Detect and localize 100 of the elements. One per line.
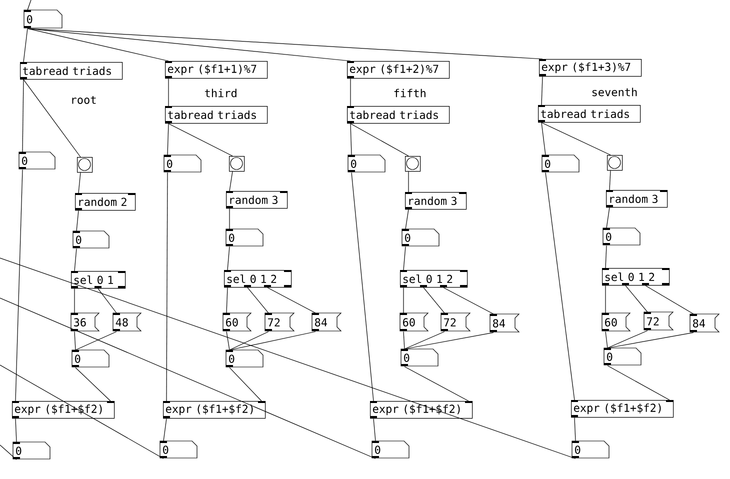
patch-cord <box>351 172 374 402</box>
comment-label: seventh <box>592 88 637 96</box>
patch-cord <box>605 245 607 268</box>
patch-cord <box>405 209 409 230</box>
number-box: 0 <box>12 442 50 460</box>
message-box: 84 <box>490 314 520 332</box>
patch-cord <box>574 417 576 442</box>
patch-cord <box>625 285 648 312</box>
patch-cord <box>607 332 694 348</box>
number-box: 0 <box>402 228 440 246</box>
patch-cord <box>15 169 23 402</box>
patch-cord <box>403 246 406 270</box>
object-box: tabread triads <box>165 106 268 124</box>
bang-button <box>229 156 245 172</box>
patch-cord <box>350 123 352 156</box>
object-box: expr ($f1+2)%7 <box>347 61 450 79</box>
comment-label: root <box>72 96 96 104</box>
number-box: 0 <box>24 10 62 28</box>
patch-cord <box>76 210 79 232</box>
patch-cord <box>15 418 17 442</box>
patch-cord <box>74 331 76 350</box>
patch-cord <box>541 122 611 156</box>
patch-cord <box>163 418 167 442</box>
patch-cord <box>27 28 169 62</box>
patch-cord <box>403 331 405 350</box>
bang-button <box>77 157 93 173</box>
object-box: random 3 <box>226 191 288 209</box>
patch-cord <box>404 366 469 402</box>
patch-cord <box>605 285 606 314</box>
object-box: random 3 <box>405 192 467 210</box>
message-box: 48 <box>112 312 142 332</box>
number-box: 0 <box>164 154 202 172</box>
patch-cord <box>541 122 546 156</box>
patch-cord <box>545 172 575 400</box>
patch-cord <box>267 287 316 314</box>
patch-cord <box>404 331 445 350</box>
object-box: sel 0 1 2 <box>400 270 468 288</box>
patch-cord <box>98 288 117 314</box>
number-box: 0 <box>72 230 110 248</box>
bang-button <box>405 156 421 172</box>
object-box: sel 0 1 <box>71 271 126 289</box>
number-box: 0 <box>18 152 56 170</box>
object-box: tabread triads <box>347 106 450 124</box>
object-box: tabread triads <box>538 105 641 123</box>
patch-cord <box>168 123 233 156</box>
bang-button <box>607 155 623 171</box>
patch-cord <box>408 171 409 192</box>
patch-cord <box>247 287 269 314</box>
object-box: random 3 <box>606 190 668 208</box>
object-box: sel 0 1 2 <box>224 270 292 288</box>
patch-cord <box>0 298 376 459</box>
patch-cord <box>167 123 169 156</box>
patch-cord <box>23 28 28 62</box>
patch-cord <box>423 287 445 314</box>
patch-cord <box>75 367 111 402</box>
patch-cord <box>23 79 81 158</box>
patch-cord <box>605 331 608 348</box>
patch-cord <box>606 207 610 228</box>
patch-cord <box>404 332 494 350</box>
number-box: 0 <box>572 440 610 458</box>
message-box: 84 <box>312 312 342 332</box>
number-box: 0 <box>372 440 410 458</box>
patch-cord <box>22 79 24 152</box>
patch-cord <box>78 172 81 194</box>
object-box: random 2 <box>75 193 136 211</box>
patch-cord <box>226 287 228 314</box>
patch-cord <box>229 171 233 192</box>
patch-cord <box>373 418 376 442</box>
patch-cord <box>443 287 494 314</box>
number-box: 0 <box>72 350 110 368</box>
message-box: 84 <box>690 314 720 332</box>
patch-cord <box>229 331 269 350</box>
patch-cord <box>229 331 316 350</box>
message-box: 36 <box>70 312 100 332</box>
patch-cord <box>350 123 409 156</box>
object-box: expr ($f1+3)%7 <box>539 59 642 77</box>
number-box: 0 <box>542 154 580 172</box>
comment-label: third <box>205 88 236 98</box>
patch-cord <box>75 331 117 350</box>
message-box: 72 <box>440 312 471 332</box>
patch-cord <box>166 172 168 402</box>
number-box: 0 <box>348 154 386 172</box>
number-box: 0 <box>160 440 198 458</box>
patch-cord <box>226 331 230 350</box>
patch-cord <box>227 246 230 270</box>
patch-cord <box>74 288 75 314</box>
message-box: 60 <box>400 312 429 332</box>
patch-cord <box>645 285 694 314</box>
message-box: 60 <box>602 312 631 332</box>
patch-cord <box>27 0 32 10</box>
patch-cord <box>229 208 230 230</box>
patch-cord <box>350 78 351 106</box>
number-box: 0 <box>226 228 264 246</box>
object-box: expr ($f1+$f2) <box>571 400 674 418</box>
patch-cord <box>0 258 576 459</box>
number-box: 0 <box>400 348 438 366</box>
object-box: expr ($f1+1)%7 <box>165 61 268 79</box>
patch-cord <box>27 28 543 60</box>
patch-cord <box>609 170 611 190</box>
object-box: expr ($f1+$f2) <box>163 401 266 419</box>
